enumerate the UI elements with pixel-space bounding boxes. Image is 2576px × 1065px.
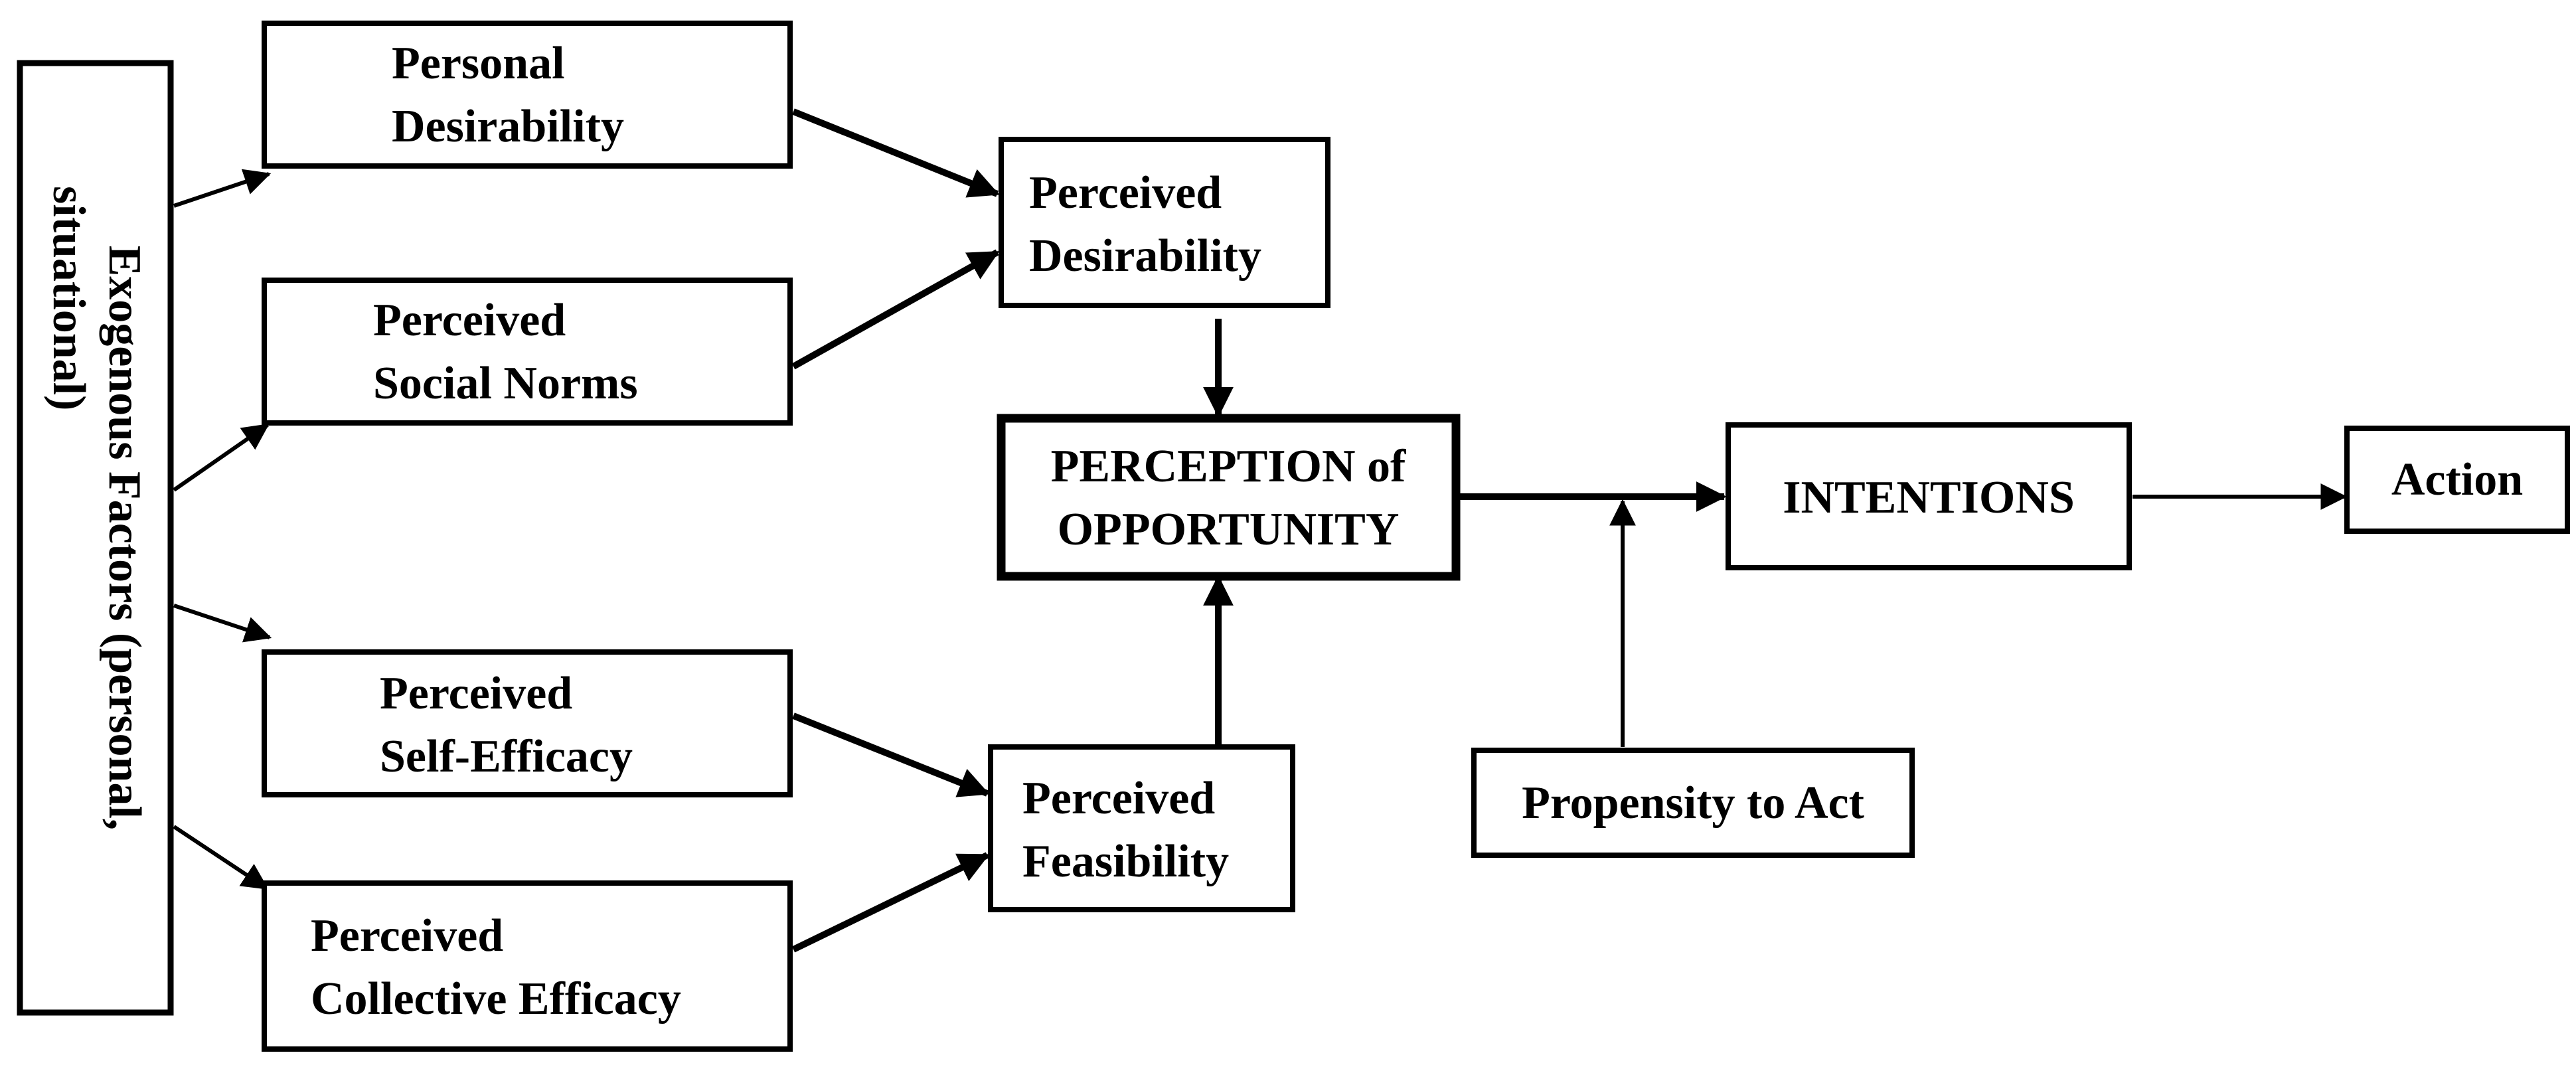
node-exogenous-factors: Exogenous Factors (personal, situational… — [17, 60, 174, 1016]
arrow-collective-efficacy-to-perceived-feasibility — [791, 852, 990, 953]
arrow-exogenous-to-self-efficacy — [173, 604, 272, 643]
node-exogenous-factors-line1: Exogenous Factors (personal, — [99, 246, 150, 831]
node-perceived-feasibility-line1: Perceived — [1022, 773, 1215, 824]
node-perceived-social-norms-line1: Perceived — [373, 295, 566, 346]
arrow-exogenous-to-personal-desirability — [173, 169, 272, 208]
node-personal-desirability-line2: Desirability — [392, 101, 624, 152]
node-perception-of-opportunity-line1: PERCEPTION of — [1051, 441, 1406, 492]
arrow-personal-desirability-to-perceived-desirability — [792, 108, 1000, 198]
node-perceived-desirability-line2: Desirability — [1029, 230, 1261, 282]
node-propensity-to-act: Propensity to Act — [1471, 748, 1915, 858]
arrow-self-efficacy-to-perceived-feasibility — [792, 712, 990, 797]
node-perceived-feasibility-line2: Feasibility — [1022, 836, 1229, 887]
node-perception-of-opportunity: PERCEPTION of OPPORTUNITY — [997, 414, 1461, 581]
node-intentions: INTENTIONS — [1726, 422, 2132, 570]
node-personal-desirability: Personal Desirability — [262, 21, 793, 169]
node-perceived-self-efficacy-line2: Self-Efficacy — [380, 731, 633, 782]
arrow-social-norms-to-perceived-desirability — [791, 249, 1000, 370]
node-exogenous-factors-line2: situational) — [43, 186, 94, 410]
node-perceived-desirability-line1: Perceived — [1029, 167, 1222, 218]
node-perceived-desirability: Perceived Desirability — [999, 137, 1330, 308]
node-personal-desirability-line1: Personal — [392, 38, 565, 89]
node-perceived-collective-efficacy-line1: Perceived — [311, 910, 503, 961]
node-perceived-feasibility: Perceived Feasibility — [988, 744, 1295, 912]
arrow-exogenous-to-collective-efficacy — [173, 825, 269, 890]
node-perceived-social-norms: Perceived Social Norms — [262, 278, 793, 426]
node-perception-of-opportunity-line2: OPPORTUNITY — [1058, 504, 1400, 555]
node-action: Action — [2344, 426, 2570, 534]
node-perceived-self-efficacy: Perceived Self-Efficacy — [262, 649, 793, 797]
node-perceived-collective-efficacy: Perceived Collective Efficacy — [262, 880, 793, 1052]
node-action-label: Action — [2391, 454, 2523, 505]
node-perceived-social-norms-line2: Social Norms — [373, 358, 638, 409]
node-propensity-to-act-label: Propensity to Act — [1522, 778, 1864, 829]
node-perceived-collective-efficacy-line2: Collective Efficacy — [311, 973, 681, 1024]
arrow-exogenous-to-social-norms — [173, 423, 270, 492]
node-intentions-label: INTENTIONS — [1783, 472, 2075, 523]
node-perceived-self-efficacy-line1: Perceived — [380, 668, 572, 719]
